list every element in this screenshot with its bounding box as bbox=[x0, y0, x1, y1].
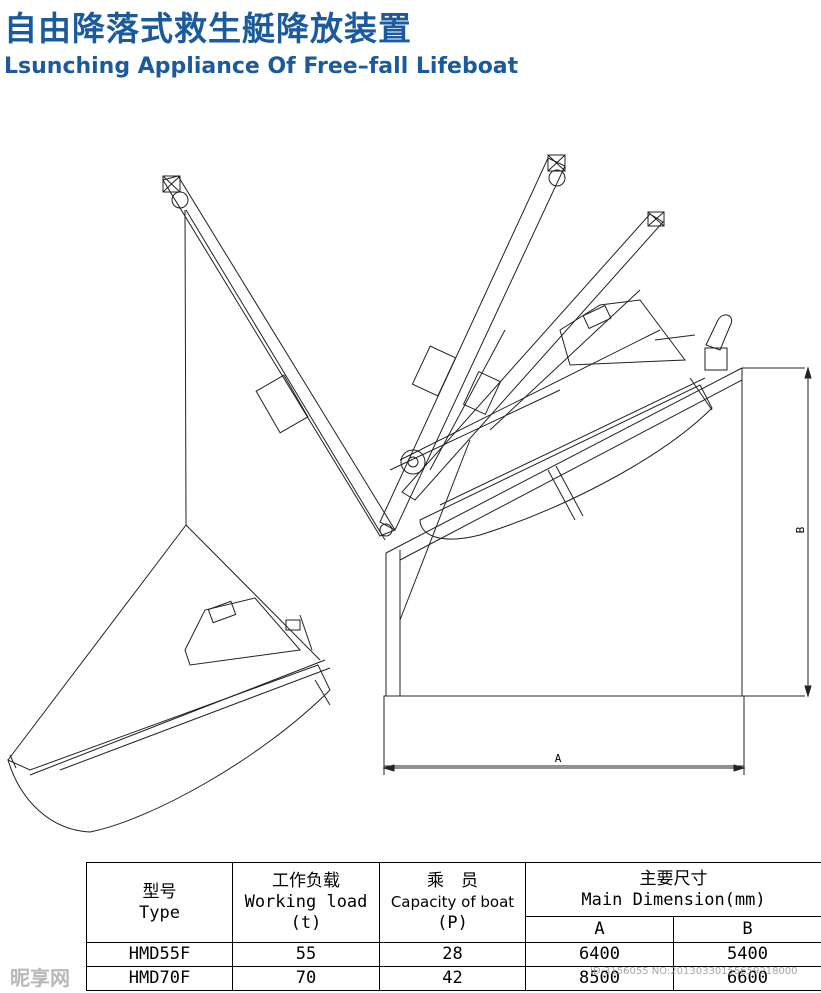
foundation-block bbox=[383, 695, 745, 767]
page-title-chinese: 自由降落式救生艇降放装置 bbox=[4, 9, 412, 48]
table-row: HMD70F 70 42 8500 6600 bbox=[86, 966, 821, 991]
dimension-b-label: B bbox=[794, 526, 807, 533]
row-dim-a: 8500 bbox=[525, 966, 674, 991]
row-dim-b: 6600 bbox=[672, 966, 821, 991]
row-capacity: 42 bbox=[379, 966, 526, 991]
row-type: HMD70F bbox=[86, 966, 233, 991]
row-load: 55 bbox=[232, 942, 380, 967]
header-dimension: 主要尺寸 Main Dimension(mm) bbox=[524, 862, 821, 917]
lifeboat-launched bbox=[7, 664, 331, 833]
row-dim-b: 5400 bbox=[672, 942, 821, 967]
watermark-site-logo: 昵享网 bbox=[10, 966, 70, 990]
lifeboat-stowed bbox=[419, 384, 713, 540]
row-load: 70 bbox=[232, 966, 380, 991]
dimension-a-label: A bbox=[555, 752, 562, 765]
davit-arm-lower bbox=[401, 213, 664, 501]
header-dimension-cn: 主要尺寸 bbox=[639, 868, 708, 889]
header-capacity-cn: 乘 员 bbox=[427, 871, 478, 891]
row-capacity: 28 bbox=[379, 942, 526, 967]
row-type: HMD55F bbox=[86, 942, 233, 967]
specification-table: 型号 Type 工作负载 Working load (t) 乘 员 Capaci… bbox=[86, 862, 821, 991]
table-row: HMD55F 55 28 6400 5400 bbox=[86, 942, 821, 967]
header-capacity-en: Capacity of boat bbox=[390, 893, 515, 911]
watermark-id: ID:3156055 NO:20130330155659218000 bbox=[590, 966, 798, 977]
header-load-cn: 工作负载 bbox=[272, 871, 340, 891]
header-type: 型号 Type bbox=[86, 862, 233, 943]
davit-arm-upper bbox=[379, 157, 566, 531]
header-load: 工作负载 Working load (t) bbox=[232, 862, 380, 943]
page-title-english: Lsunching Appliance Of Free–fall Lifeboa… bbox=[4, 54, 519, 79]
header-type-cn: 型号 bbox=[142, 881, 177, 902]
header-col-b: B bbox=[672, 916, 821, 943]
header-col-a: A bbox=[525, 916, 674, 943]
header-load-en: Working load bbox=[244, 892, 368, 912]
header-type-en: Type bbox=[139, 902, 180, 923]
header-capacity-unit: (P) bbox=[437, 913, 468, 933]
header-capacity: 乘 员 Capacity of boat (P) bbox=[379, 862, 526, 943]
header-load-unit: (t) bbox=[290, 913, 322, 933]
header-dimension-en: Main Dimension(mm) bbox=[581, 889, 766, 910]
row-dim-a: 6400 bbox=[525, 942, 674, 967]
